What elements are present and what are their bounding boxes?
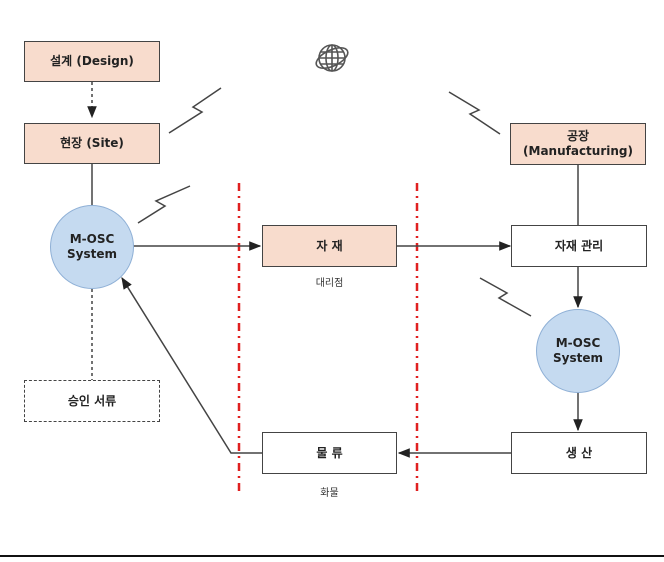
lightning-signal-icon [448,91,501,135]
design-label: 설계 (Design) [50,54,134,68]
mosc-right-line1: M-OSC [555,336,601,350]
lightning-signal-icon [479,277,532,317]
edge-logistics-to-mosc [121,276,262,454]
production-node: 생 산 [511,432,647,474]
logistics-label: 물 류 [316,445,343,460]
factory-label-line1: 공장 [566,129,590,143]
materials-caption: 대리점 [315,278,344,289]
lightning-signal-icon [137,185,191,224]
design-node: 설계 (Design) [24,41,160,82]
approval-docs-node: 승인 서류 [24,380,160,422]
logistics-node: 물 류 [262,432,397,474]
lightning-signal-icon [168,87,222,134]
material-management-label: 자재 관리 [554,238,604,253]
materials-label: 자 재 [316,238,343,253]
mosc-system-right: M-OSC System [536,309,620,393]
factory-label-line2: (Manufacturing) [523,144,633,158]
globe-icon [315,44,349,72]
mosc-left-line2: System [67,247,117,261]
bottom-rule [0,555,664,557]
site-label: 현장 (Site) [60,136,124,150]
factory-node: 공장 (Manufacturing) [510,123,646,165]
site-node: 현장 (Site) [24,123,160,164]
approval-docs-label: 승인 서류 [67,393,117,408]
mosc-system-left: M-OSC System [50,205,134,289]
mosc-right-line2: System [553,351,603,365]
materials-node: 자 재 [262,225,397,267]
mosc-left-line1: M-OSC [69,232,115,246]
logistics-caption: 화물 [320,488,339,499]
material-management-node: 자재 관리 [511,225,647,267]
production-label: 생 산 [565,445,593,460]
